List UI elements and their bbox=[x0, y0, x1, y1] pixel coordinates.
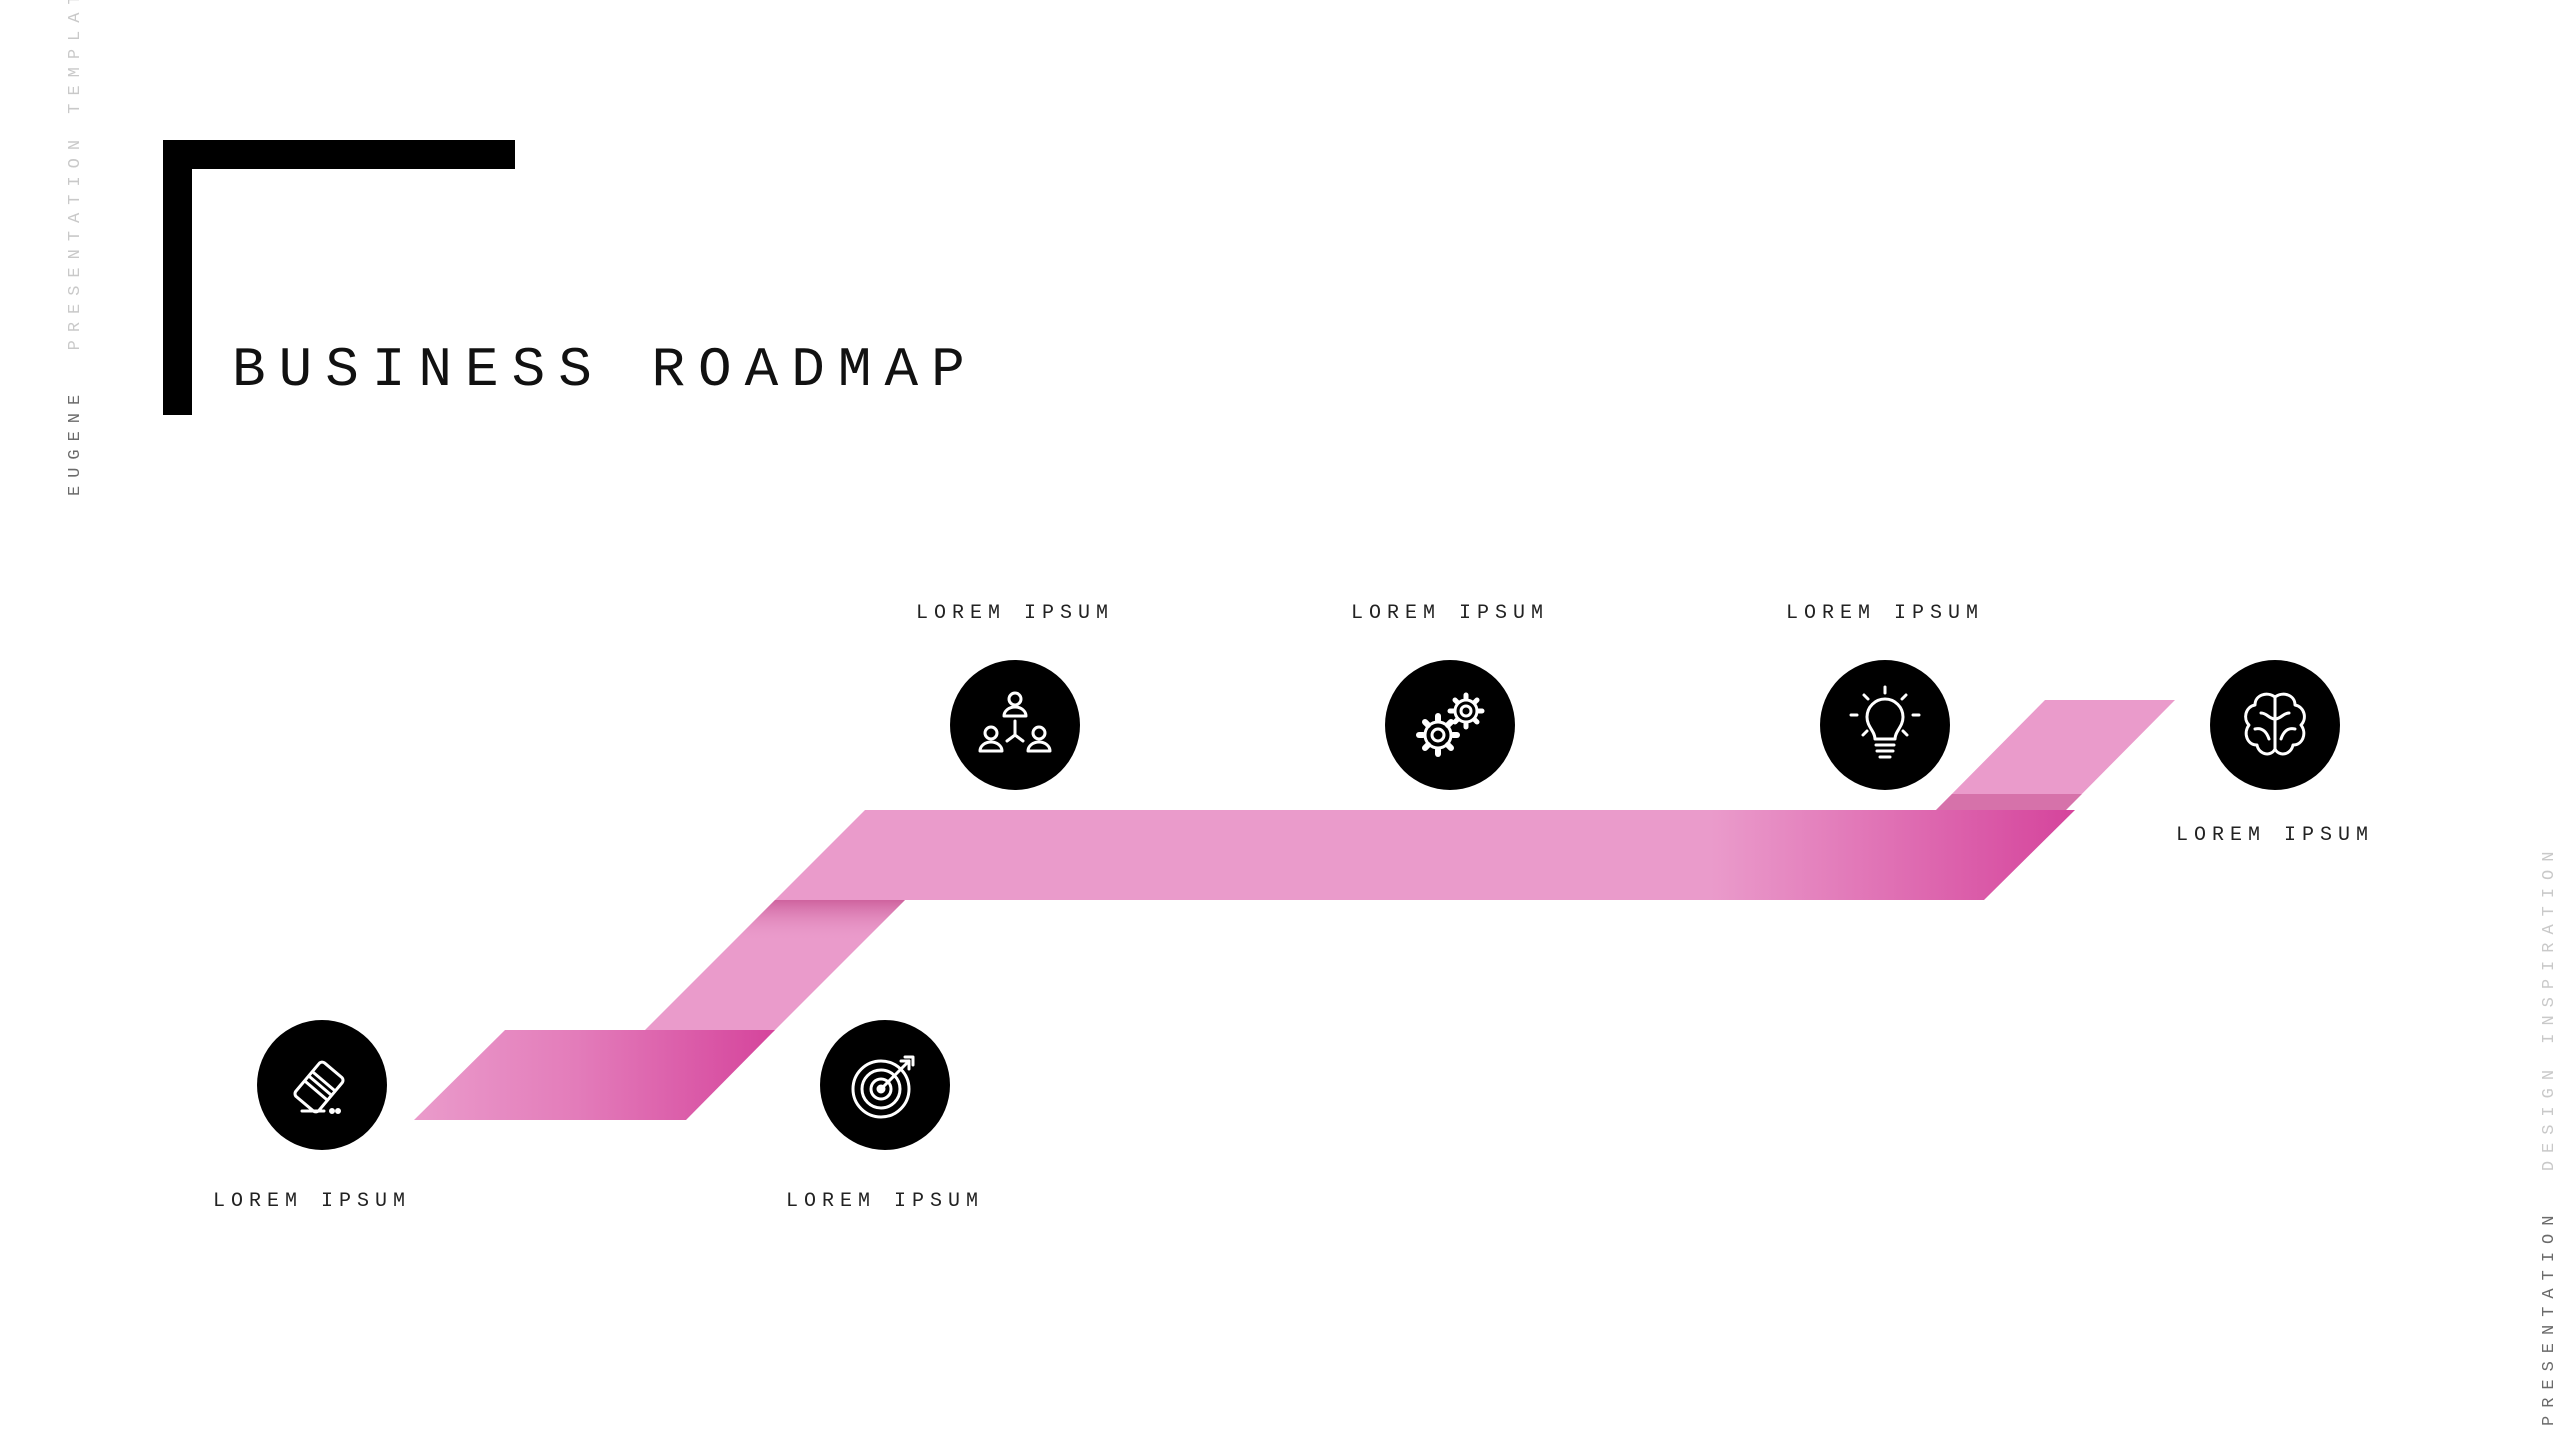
milestone-label-5: LOREM IPSUM bbox=[1785, 602, 1985, 625]
ribbon-segment-rise-1-shade bbox=[733, 900, 905, 942]
brain-icon bbox=[2244, 692, 2306, 756]
ribbon-segment-rise-2-shade bbox=[1936, 794, 2082, 810]
milestone-node-2[interactable] bbox=[820, 1020, 950, 1150]
milestone-label-3: LOREM IPSUM bbox=[915, 602, 1115, 625]
milestone-node-4[interactable] bbox=[1385, 660, 1515, 790]
milestone-label-6: LOREM IPSUM bbox=[2175, 824, 2375, 847]
milestone-label-4: LOREM IPSUM bbox=[1350, 602, 1550, 625]
corner-bracket-top bbox=[163, 140, 515, 169]
milestone-label-2: LOREM IPSUM bbox=[785, 1190, 985, 1213]
ribbon-segment-rise-2 bbox=[1936, 700, 2175, 810]
milestone-node-6[interactable] bbox=[2210, 660, 2340, 790]
ribbon-segment-bottom bbox=[414, 1030, 775, 1120]
team-icon bbox=[978, 691, 1052, 753]
milestone-node-3[interactable] bbox=[950, 660, 1080, 790]
lightbulb-icon bbox=[1849, 685, 1921, 759]
milestone-node-1[interactable] bbox=[257, 1020, 387, 1150]
corner-bracket-left bbox=[163, 140, 192, 415]
gears-icon bbox=[1416, 692, 1485, 757]
milestone-label-1: LOREM IPSUM bbox=[212, 1190, 412, 1213]
ticket-icon bbox=[293, 1060, 345, 1114]
milestone-node-5[interactable] bbox=[1820, 660, 1950, 790]
target-icon bbox=[851, 1055, 915, 1119]
page-title: BUSINESS ROADMAP bbox=[232, 338, 978, 402]
ribbon-segment-middle bbox=[775, 810, 2075, 900]
